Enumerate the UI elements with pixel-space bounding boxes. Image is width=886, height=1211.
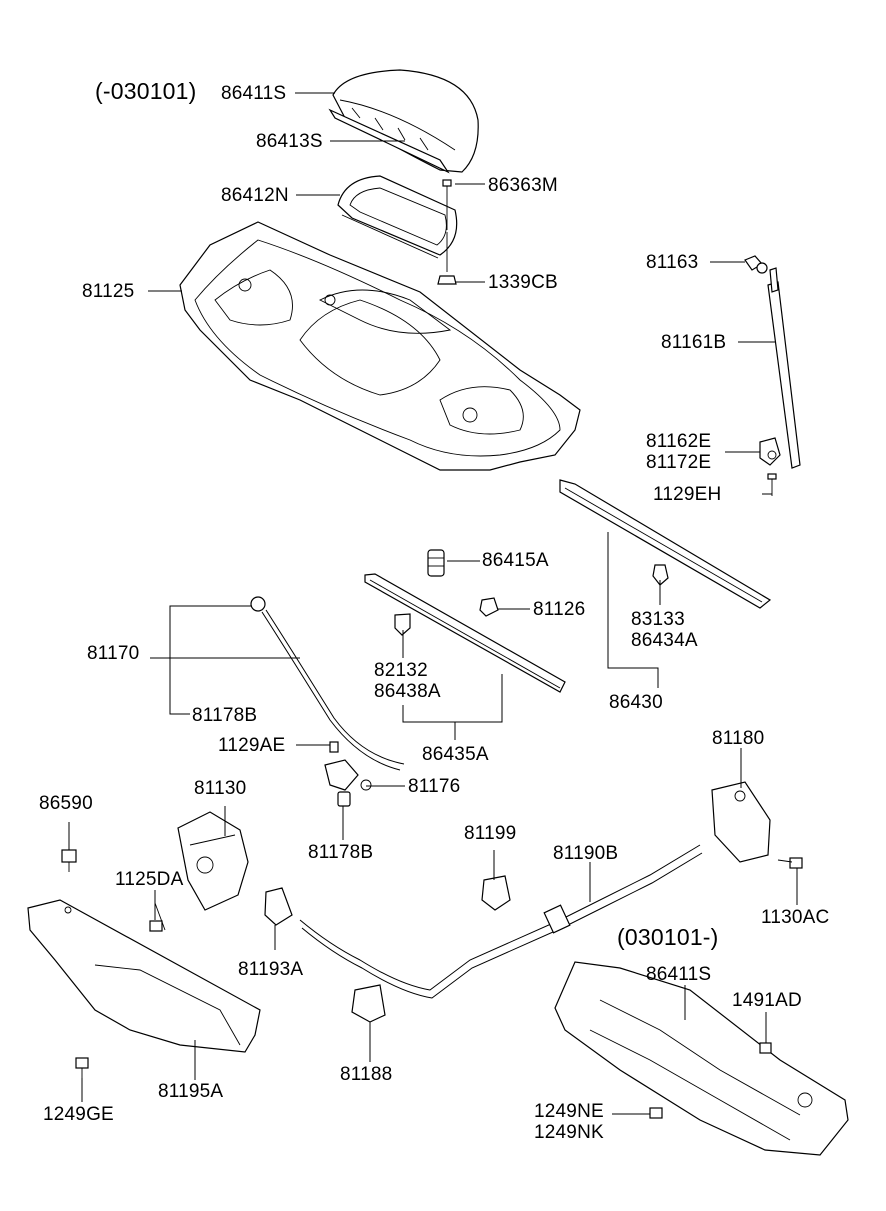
part-label-81178B-lower: 81178B [308, 842, 374, 863]
part-label-81130: 81130 [194, 778, 247, 799]
part-label-1130AC: 1130AC [761, 907, 830, 928]
part-label-86435A: 86435A [422, 744, 489, 765]
hood-latch-part [149, 811, 249, 932]
variant-label-before: (-030101) [95, 78, 197, 104]
part-label-81162E-81172E: 81162E 81172E [646, 431, 711, 473]
cable-clips-part [264, 875, 511, 1023]
weatherstrip-86430-part [559, 479, 772, 609]
part-label-86411S-bottom: 86411S [646, 964, 712, 985]
part-label-86412N: 86412N [221, 185, 289, 206]
part-label-83133-86434A: 83133 86434A [631, 609, 698, 651]
part-label-1249NK: 1249NK [534, 1122, 604, 1143]
part-label-81162E: 81162E [646, 431, 712, 452]
release-cable-part [299, 781, 803, 999]
part-label-81180: 81180 [712, 728, 765, 749]
part-label-1249GE: 1249GE [43, 1104, 114, 1125]
weatherstrip-86435A-part [364, 573, 566, 693]
part-label-86438A: 86438A [374, 681, 441, 702]
part-label-1249NE-1249NK: 1249NE 1249NK [534, 1101, 604, 1143]
part-label-81188: 81188 [340, 1064, 393, 1085]
part-label-86363M: 86363M [488, 175, 558, 196]
part-label-86590: 86590 [39, 793, 93, 814]
part-label-86413S: 86413S [256, 131, 323, 152]
part-label-86434A: 86434A [631, 630, 698, 651]
part-label-81178B-upper: 81178B [192, 705, 258, 726]
screw-part [437, 179, 457, 285]
part-label-81172E: 81172E [646, 452, 712, 473]
part-label-1339CB: 1339CB [488, 272, 558, 293]
part-label-83133: 83133 [631, 609, 685, 630]
part-label-81199: 81199 [464, 823, 517, 844]
scoop-gasket-part [337, 175, 458, 259]
part-label-86411S-top: 86411S [221, 83, 287, 104]
grille-panel-part [554, 961, 849, 1156]
part-label-82132-86438A: 82132 86438A [374, 660, 441, 702]
part-label-1125DA: 1125DA [115, 869, 184, 890]
part-label-81193A: 81193A [238, 959, 304, 980]
part-label-81161B: 81161B [661, 332, 727, 353]
part-label-81125: 81125 [82, 281, 135, 302]
part-label-1249NE: 1249NE [534, 1101, 604, 1122]
hood-stay-rod-part [250, 596, 405, 807]
leader-lines [68, 92, 798, 1115]
part-label-81190B: 81190B [553, 843, 619, 864]
part-label-86430: 86430 [609, 692, 663, 713]
bumper-part [427, 549, 499, 617]
part-label-81163: 81163 [646, 252, 699, 273]
part-label-1491AD: 1491AD [732, 990, 802, 1011]
bolt-86590-part [61, 849, 77, 872]
part-label-81195A: 81195A [158, 1081, 224, 1102]
hood-scoop-part [328, 69, 479, 174]
part-label-1129EH: 1129EH [653, 484, 722, 505]
variant-label-after: (030101-) [617, 924, 719, 950]
part-label-81170: 81170 [87, 643, 140, 664]
hood-insulator-part [179, 221, 581, 471]
gas-lift-part [744, 255, 801, 496]
part-label-86415A: 86415A [482, 550, 549, 571]
part-label-82132: 82132 [374, 660, 428, 681]
part-label-1129AE: 1129AE [218, 735, 286, 756]
part-label-81126: 81126 [533, 599, 586, 620]
part-label-81176: 81176 [408, 776, 461, 797]
latch-cover-part [27, 899, 261, 1078]
